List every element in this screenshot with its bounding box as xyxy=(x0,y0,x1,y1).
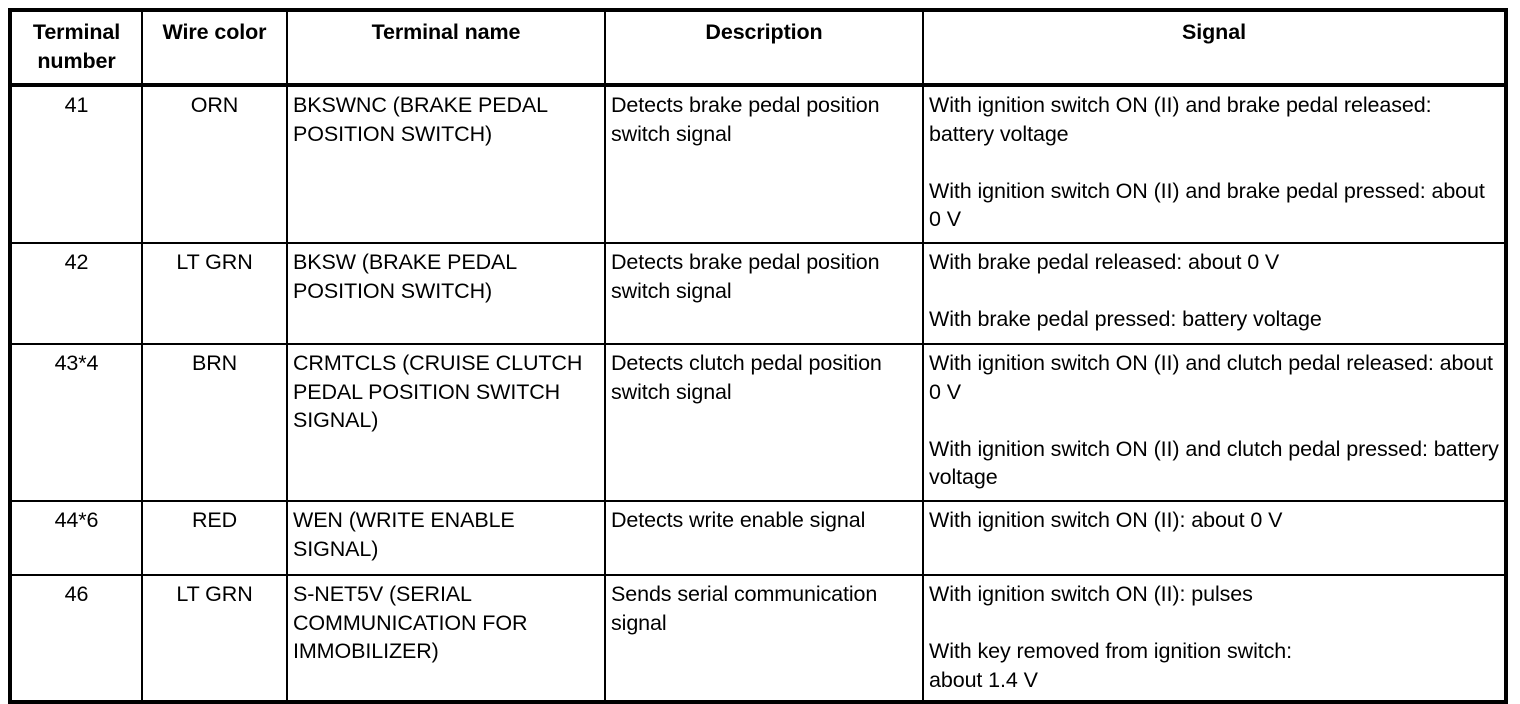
cell-wire-color: LT GRN xyxy=(141,242,288,345)
column-header-terminal-number-line2: number xyxy=(37,48,116,73)
signal-statement: With brake pedal released: about 0 V xyxy=(929,250,1280,274)
cell-description: Detects clutch pedal position switch sig… xyxy=(604,343,924,502)
terminal-signal-table: Terminal number Wire color Terminal name… xyxy=(8,8,1508,704)
cell-description: Detects write enable signal xyxy=(604,500,924,576)
signal-statement: With ignition switch ON (II): about 0 V xyxy=(929,508,1283,532)
table-row: 44*6 RED WEN (WRITE ENABLE SIGNAL) Detec… xyxy=(9,500,1507,576)
cell-description: Detects brake pedal position switch sign… xyxy=(604,84,924,244)
cell-wire-color: ORN xyxy=(141,84,288,244)
cell-terminal-name: S-NET5V (SERIAL COMMUNICATION FOR IMMOBI… xyxy=(286,574,606,703)
signal-statement: With key removed from ignition switch:ab… xyxy=(929,639,1293,692)
table-row: 41 ORN BKSWNC (BRAKE PEDAL POSITION SWIT… xyxy=(9,84,1507,244)
cell-wire-color: LT GRN xyxy=(141,574,288,703)
table-row: 46 LT GRN S-NET5V (SERIAL COMMUNICATION … xyxy=(9,574,1507,703)
signal-statement: With ignition switch ON (II) and brake p… xyxy=(929,93,1432,146)
cell-terminal-name: CRMTCLS (CRUISE CLUTCH PEDAL POSITION SW… xyxy=(286,343,606,502)
cell-description: Detects brake pedal position switch sign… xyxy=(604,242,924,345)
cell-terminal-number: 44*6 xyxy=(9,500,143,576)
cell-signal: With ignition switch ON (II): about 0 V xyxy=(922,500,1507,576)
cell-wire-color: BRN xyxy=(141,343,288,502)
column-header-signal: Signal xyxy=(922,9,1507,87)
cell-description: Sends serial communication signal xyxy=(604,574,924,703)
cell-wire-color: RED xyxy=(141,500,288,576)
table-row: 42 LT GRN BKSW (BRAKE PEDAL POSITION SWI… xyxy=(9,242,1507,345)
cell-terminal-number: 43*4 xyxy=(9,343,143,502)
cell-terminal-number: 42 xyxy=(9,242,143,345)
signal-statement: With ignition switch ON (II) and clutch … xyxy=(929,436,1499,490)
cell-signal: With ignition switch ON (II): pulses Wit… xyxy=(922,574,1507,703)
signal-statement: With ignition switch ON (II) and brake p… xyxy=(929,178,1485,232)
cell-signal: With ignition switch ON (II) and clutch … xyxy=(922,343,1507,502)
cell-signal: With ignition switch ON (II) and brake p… xyxy=(922,84,1507,244)
column-header-terminal-name: Terminal name xyxy=(286,9,606,87)
column-header-terminal-number-line1: Terminal xyxy=(32,20,121,44)
cell-terminal-number: 41 xyxy=(9,84,143,244)
column-header-wire-color: Wire color xyxy=(141,9,288,87)
table-header: Terminal number Wire color Terminal name… xyxy=(9,9,1507,87)
signal-statement: With ignition switch ON (II) and clutch … xyxy=(929,351,1493,404)
cell-terminal-name: BKSWNC (BRAKE PEDAL POSITION SWITCH) xyxy=(286,84,606,244)
signal-statement: With brake pedal pressed: battery voltag… xyxy=(929,307,1322,332)
table-body: 41 ORN BKSWNC (BRAKE PEDAL POSITION SWIT… xyxy=(9,84,1507,703)
table-row: 43*4 BRN CRMTCLS (CRUISE CLUTCH PEDAL PO… xyxy=(9,343,1507,502)
table-header-row: Terminal number Wire color Terminal name… xyxy=(9,9,1507,87)
cell-terminal-name: WEN (WRITE ENABLE SIGNAL) xyxy=(286,500,606,576)
signal-statement: With ignition switch ON (II): pulses xyxy=(929,582,1253,606)
column-header-terminal-number: Terminal number xyxy=(9,9,143,87)
column-header-description: Description xyxy=(604,9,924,87)
cell-signal: With brake pedal released: about 0 V Wit… xyxy=(922,242,1507,345)
cell-terminal-name: BKSW (BRAKE PEDAL POSITION SWITCH) xyxy=(286,242,606,345)
cell-terminal-number: 46 xyxy=(9,574,143,703)
page-root: Terminal number Wire color Terminal name… xyxy=(8,8,1508,704)
